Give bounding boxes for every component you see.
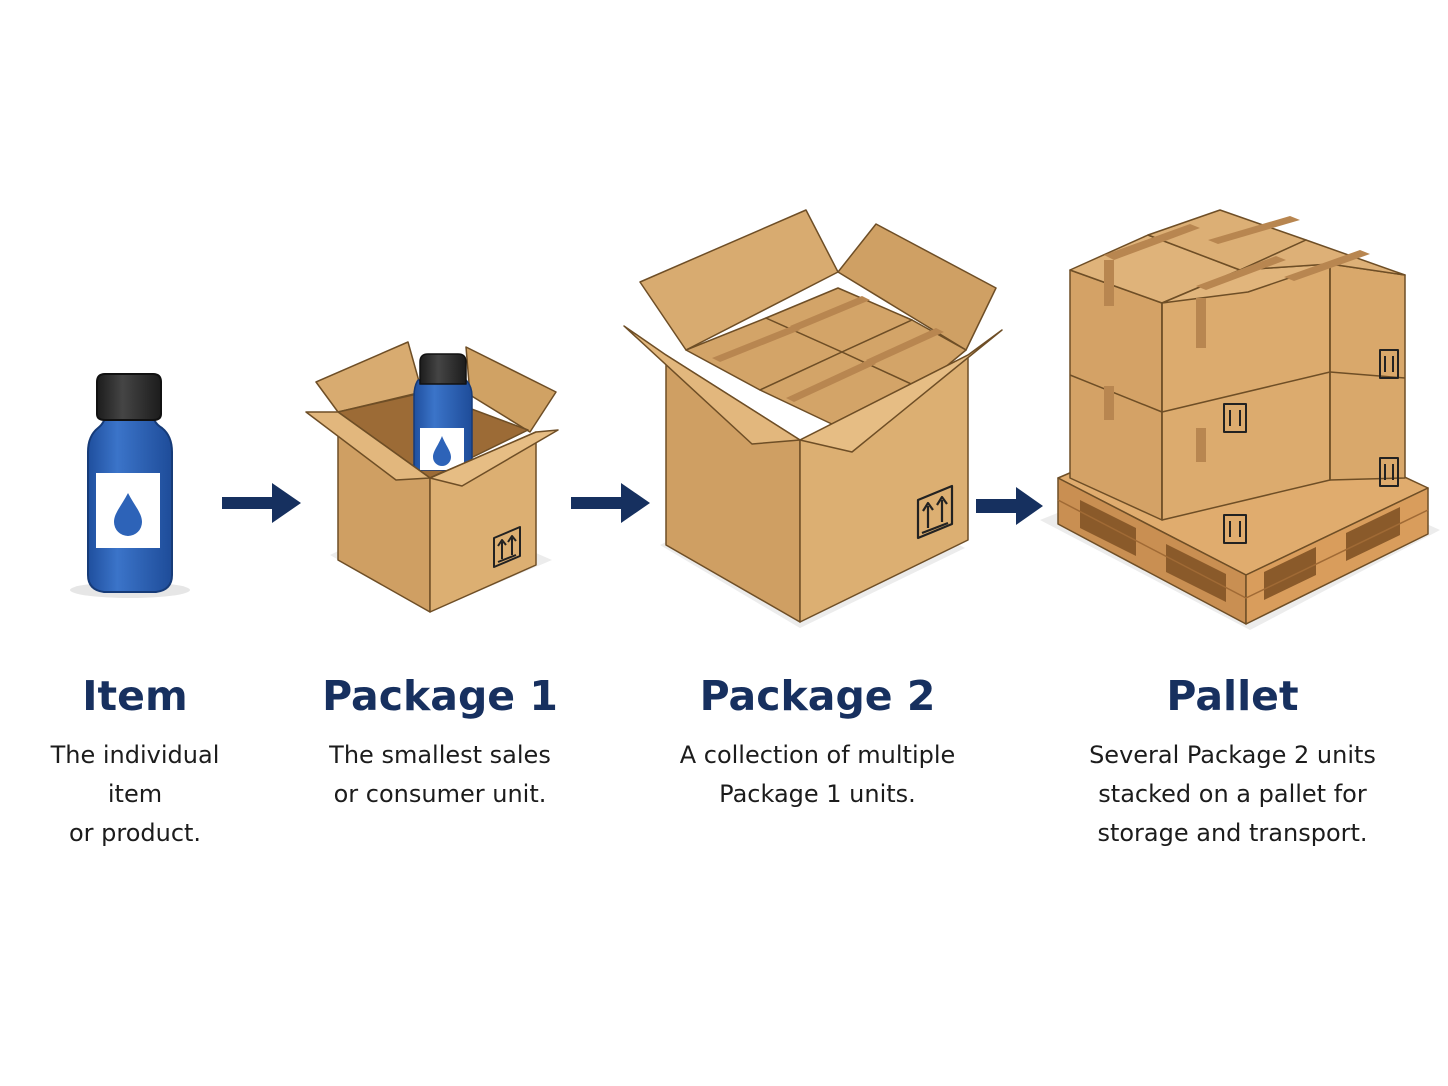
stage-description: Several Package 2 units stacked on a pal…	[1089, 741, 1376, 847]
stage-description: A collection of multiple Package 1 units…	[679, 741, 956, 808]
item-bottle	[70, 373, 190, 598]
stage-description: The smallest sales or consumer unit.	[329, 741, 551, 808]
stage-title: Package 1	[322, 672, 558, 720]
stage-title: Package 2	[699, 672, 936, 720]
right-arrow-icon	[976, 487, 1043, 525]
stage-title: Pallet	[1166, 672, 1299, 720]
package-1-open-box	[305, 341, 559, 613]
stage-pallet: Pallet Several Package 2 units stacked o…	[1080, 668, 1385, 853]
stage-package-2: Package 2 A collection of multiple Packa…	[660, 668, 975, 814]
water-drop-icon	[114, 493, 142, 536]
this-way-up-icon	[916, 484, 954, 540]
stage-description: The individual item or product.	[50, 741, 220, 847]
this-way-up-icon	[1379, 457, 1399, 487]
package-2-open-box	[623, 209, 1003, 628]
right-arrow-icon	[571, 483, 650, 523]
stage-title: Item	[82, 672, 188, 720]
pallet-stack	[1040, 209, 1440, 630]
this-way-up-icon	[493, 526, 521, 568]
stage-package-1: Package 1 The smallest sales or consumer…	[305, 668, 575, 814]
water-drop-icon	[433, 436, 451, 466]
right-arrow-icon	[222, 483, 301, 523]
this-way-up-icon	[1223, 514, 1247, 544]
stage-item: Item The individual item or product.	[20, 668, 250, 853]
this-way-up-icon	[1379, 349, 1399, 379]
this-way-up-icon	[1223, 403, 1247, 433]
